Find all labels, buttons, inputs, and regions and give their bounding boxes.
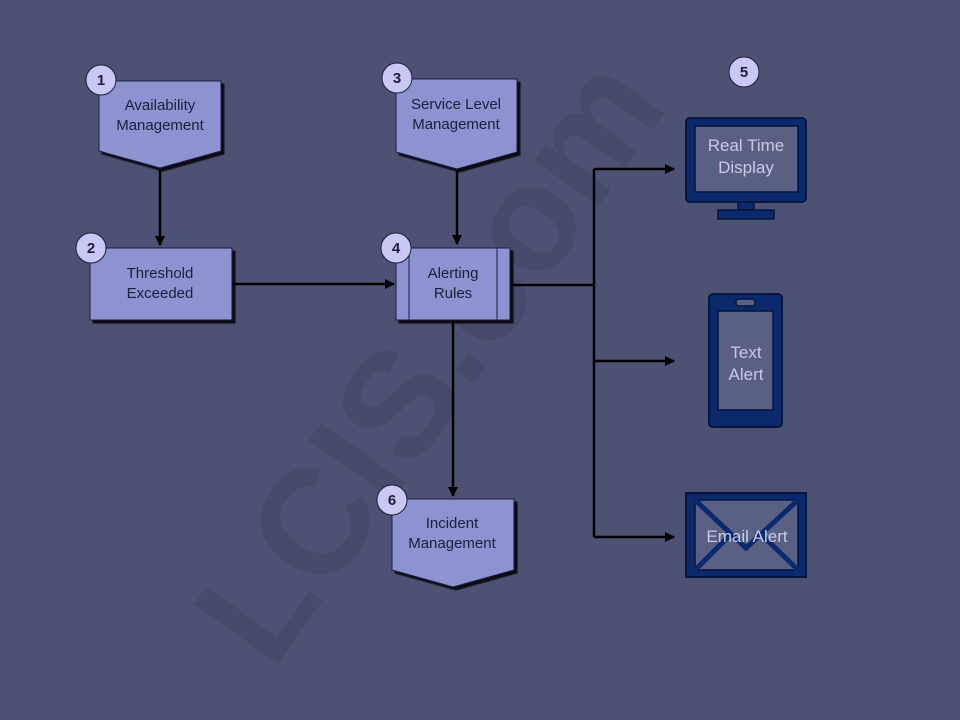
incident-line2: Management [408,535,496,552]
service-level-line1: Service Level [411,96,501,113]
output-real-time-display: Real Time Display [685,117,807,220]
svg-text:2: 2 [87,240,95,257]
svg-text:3: 3 [393,70,401,87]
node-threshold-exceeded: Threshold Exceeded [89,247,233,321]
email-alert-label: Email Alert [706,527,788,546]
badge-3: 3 [381,62,413,94]
badge-2: 2 [75,232,107,264]
svg-text:4: 4 [392,240,401,257]
output-email-alert: Email Alert [685,492,807,578]
text-alert-line2: Alert [729,365,764,384]
svg-text:5: 5 [740,64,748,81]
node-service-level-management: Service Level Management [395,78,518,170]
step-badges: 1 2 3 4 5 6 [75,56,760,516]
connectors [155,164,675,542]
monitor-icon [685,117,807,220]
node-availability-management: Availability Management [98,80,222,169]
service-level-line2: Management [412,116,500,133]
node-incident-management: Incident Management [391,498,515,588]
display-line1: Real Time [708,136,785,155]
display-line2: Display [718,158,774,177]
alerting-line1: Alerting [428,265,479,282]
envelope-icon [685,492,807,578]
threshold-line1: Threshold [127,265,194,282]
availability-line1: Availability [125,97,196,114]
smartphone-icon [708,293,783,428]
availability-line2: Management [116,117,204,134]
badge-5: 5 [728,56,760,88]
node-alerting-rules: Alerting Rules [395,247,511,321]
svg-text:1: 1 [97,72,105,89]
threshold-line2: Exceeded [127,285,194,302]
incident-line1: Incident [426,515,479,532]
svg-text:6: 6 [388,492,396,509]
badge-1: 1 [85,64,117,96]
output-text-alert: Text Alert [708,293,783,428]
badge-4: 4 [380,232,412,264]
text-alert-line1: Text [730,343,761,362]
badge-6: 6 [376,484,408,516]
alerting-line2: Rules [434,285,472,302]
